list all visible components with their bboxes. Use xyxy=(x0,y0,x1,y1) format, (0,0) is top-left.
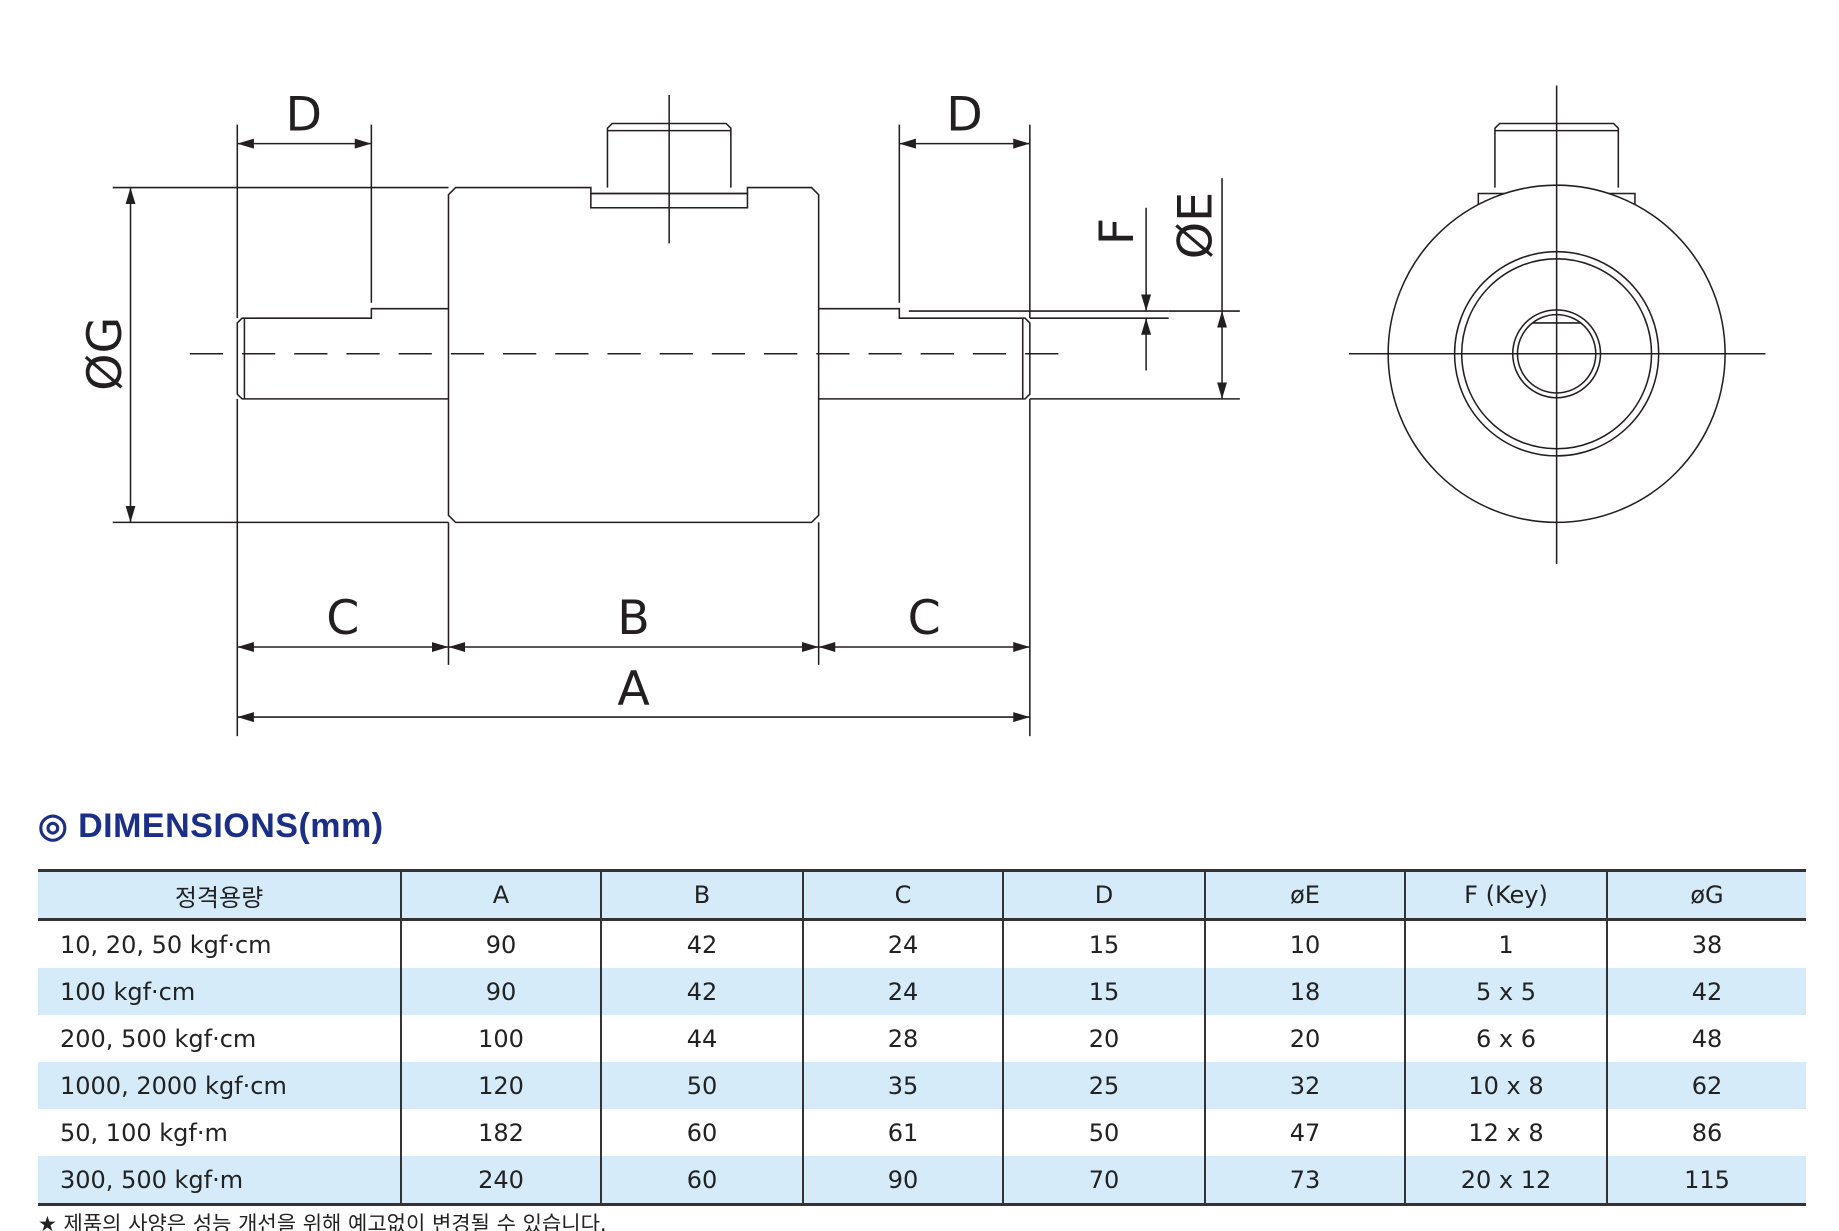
table-cell: 61 xyxy=(802,1109,1003,1156)
column-header: C xyxy=(802,870,1003,920)
table-cell: 6 x 6 xyxy=(1404,1015,1607,1062)
table-cell: 1 xyxy=(1404,919,1607,968)
front-view xyxy=(1348,85,1766,564)
column-header: øG xyxy=(1606,870,1806,920)
table-cell: 10, 20, 50 kgf·cm xyxy=(60,930,272,959)
table-cell: 60 xyxy=(600,1156,803,1205)
table-cell: 15 xyxy=(1002,919,1205,968)
column-header: F (Key) xyxy=(1404,870,1607,920)
section-title: ◎ DIMENSIONS(mm) xyxy=(38,807,384,845)
table-cell: 70 xyxy=(1002,1156,1205,1205)
table-cell: 1000, 2000 kgf·cm xyxy=(60,1071,287,1100)
table-cell: 100 kgf·cm xyxy=(60,977,196,1006)
table-cell: 44 xyxy=(600,1015,803,1062)
left-shaft xyxy=(236,307,449,400)
table-cell: 182 xyxy=(400,1109,601,1156)
table-cell: 120 xyxy=(400,1062,601,1109)
table-cell: 20 xyxy=(1002,1015,1205,1062)
label-g: ØG xyxy=(78,317,133,391)
table-cell: 10 x 8 xyxy=(1404,1062,1607,1109)
label-b: B xyxy=(617,591,650,646)
sensor-body xyxy=(447,186,820,524)
table-cell: 73 xyxy=(1204,1156,1405,1205)
table-cell: 5 x 5 xyxy=(1404,968,1607,1015)
table-cell: 48 xyxy=(1606,1015,1806,1062)
column-header: 정격용량 xyxy=(174,883,264,912)
label-d-right: D xyxy=(946,88,983,143)
table-cell: 100 xyxy=(400,1015,601,1062)
table-cell: 62 xyxy=(1606,1062,1806,1109)
table-cell: 42 xyxy=(600,968,803,1015)
table-cell: 90 xyxy=(400,968,601,1015)
table-cell: 12 x 8 xyxy=(1404,1109,1607,1156)
column-header: A xyxy=(400,870,601,920)
table-cell: 38 xyxy=(1606,919,1806,968)
table-cell: 42 xyxy=(600,919,803,968)
table-cell: 10 xyxy=(1204,919,1405,968)
table-cell: 42 xyxy=(1606,968,1806,1015)
table-cell: 24 xyxy=(802,968,1003,1015)
table-cell: 200, 500 kgf·cm xyxy=(60,1024,257,1053)
table-cell: 50, 100 kgf·m xyxy=(60,1118,228,1147)
technical-drawing: D D ØG C B C A F ØE xyxy=(78,85,1766,737)
table-cell: 50 xyxy=(1002,1109,1205,1156)
label-c-left: C xyxy=(326,591,359,646)
table-cell: 50 xyxy=(600,1062,803,1109)
column-header: øE xyxy=(1204,870,1405,920)
table-cell: 86 xyxy=(1606,1109,1806,1156)
table-cell: 115 xyxy=(1606,1156,1806,1205)
column-header: D xyxy=(1002,870,1205,920)
table-cell: 60 xyxy=(600,1109,803,1156)
label-f: F xyxy=(1090,218,1145,245)
table-cell: 28 xyxy=(802,1015,1003,1062)
table-cell: 18 xyxy=(1204,968,1405,1015)
table-cell: 47 xyxy=(1204,1109,1405,1156)
label-e: ØE xyxy=(1168,192,1223,259)
label-a: A xyxy=(617,662,650,717)
table-cell: 240 xyxy=(400,1156,601,1205)
table-cell: 35 xyxy=(802,1062,1003,1109)
footnote: ★ 제품의 사양은 성능 개선을 위해 예고없이 변경될 수 있습니다. xyxy=(38,1212,607,1231)
table-cell: 20 xyxy=(1204,1015,1405,1062)
table-cell: 15 xyxy=(1002,968,1205,1015)
table-cell: 90 xyxy=(802,1156,1003,1205)
label-d-left: D xyxy=(285,88,322,143)
right-shaft xyxy=(818,307,1031,400)
table-cell: 90 xyxy=(400,919,601,968)
table-cell: 300, 500 kgf·m xyxy=(60,1165,244,1194)
table-cell: 20 x 12 xyxy=(1404,1156,1607,1205)
table-cell: 24 xyxy=(802,919,1003,968)
table-cell: 32 xyxy=(1204,1062,1405,1109)
side-view: D D ØG C B C A F ØE xyxy=(78,88,1240,737)
label-c-right: C xyxy=(908,591,941,646)
column-header: B xyxy=(600,870,803,920)
table-cell: 25 xyxy=(1002,1062,1205,1109)
